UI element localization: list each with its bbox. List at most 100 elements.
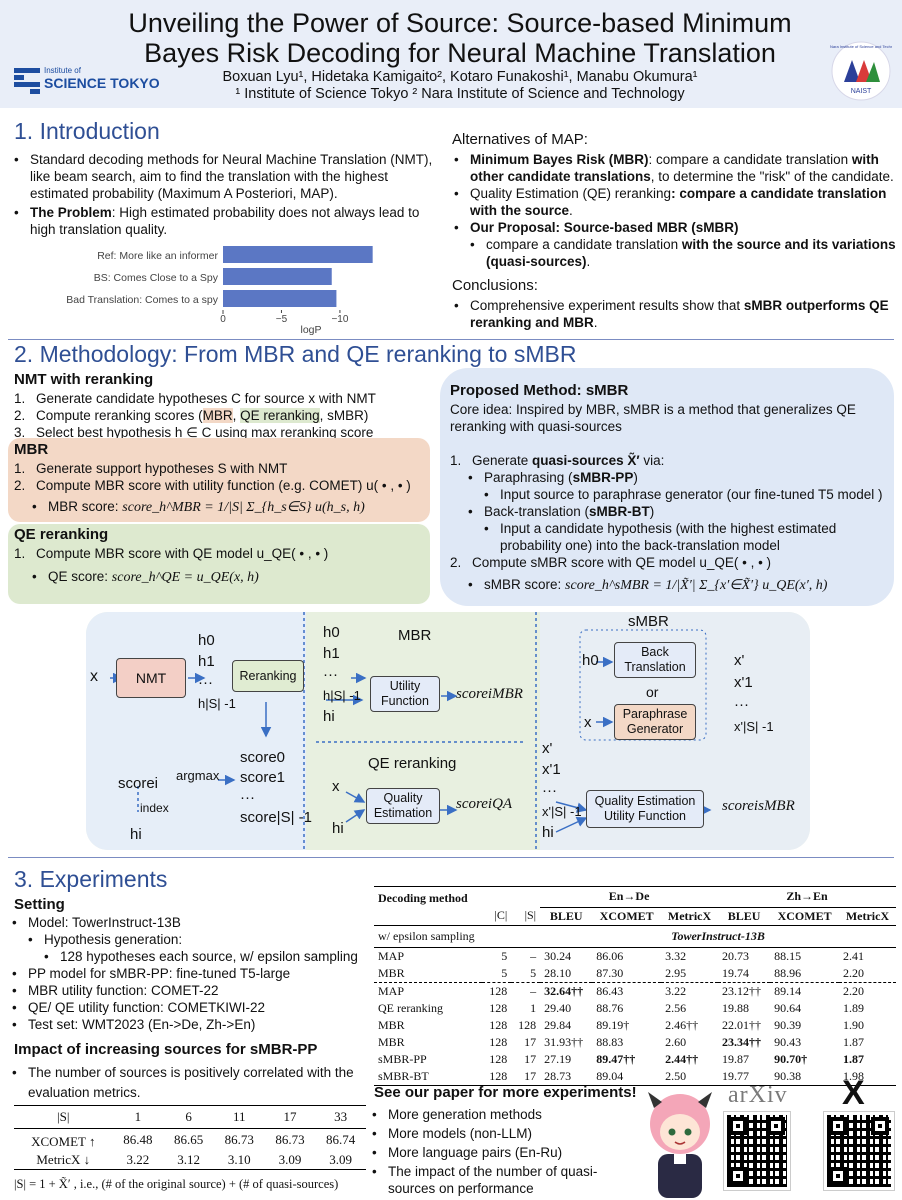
setting-hyp-detail: 128 hypotheses each source, w/ epsilon s… <box>10 948 380 965</box>
hs-label: h|S| -1 <box>198 696 236 711</box>
main-cell: 27.19 <box>544 1051 572 1066</box>
naist-label: NAIST <box>850 88 872 95</box>
logo-big-text: SCIENCE TOKYO <box>44 75 160 91</box>
main-cell: MAP <box>378 983 405 998</box>
mascot-illustration <box>648 1092 712 1198</box>
impact-r0-c5: 86.74 <box>326 1132 356 1147</box>
conclusion-1: Comprehensive experiment results show th… <box>452 297 897 331</box>
qe-utility-function-box: Quality Estimation Utility Function <box>586 790 704 828</box>
impact-title: Impact of increasing sources for sMBR-PP <box>14 1041 318 1058</box>
main-cell: 28.73 <box>544 1068 572 1083</box>
affiliations: ¹ Institute of Science Tokyo ² Nara Inst… <box>235 86 685 102</box>
mbr-diagram-label: MBR <box>398 627 432 644</box>
arxiv-qr-code[interactable] <box>723 1111 791 1191</box>
smbr-bt-pre: Back-translation ( <box>484 504 590 519</box>
chart-category-label: Bad Translation: Comes to a spy <box>66 294 218 306</box>
chart-bar <box>223 246 373 263</box>
section-divider-2 <box>8 857 894 858</box>
qe-step-1-text: Compute MBR score with QE model u_QE( • … <box>36 546 329 561</box>
main-cell: 1.98 <box>842 1068 864 1083</box>
impact-table: |S| 1 6 11 17 33 XCOMET ↑ 86.48 86.65 86… <box>14 1105 366 1170</box>
smbr-h0-label: h0 <box>582 652 599 669</box>
main-cell: 1.87 <box>842 1034 864 1049</box>
nmt-step-2-post: , sMBR) <box>319 408 369 423</box>
main-cell: 2.20 <box>842 983 864 998</box>
institute-logo: Institute of SCIENCE TOKYO <box>14 66 164 96</box>
chart-xtick-label: −10 <box>331 314 348 325</box>
smbr-pp-pre: Paraphrasing ( <box>484 470 573 485</box>
hi-label-2: hi <box>323 708 335 725</box>
main-cell: 19.88 <box>722 1000 750 1015</box>
intro-bullet-2: The Problem: High estimated probability … <box>12 204 442 238</box>
nmt-step-2-pre: Compute reranking scores ( <box>36 408 203 423</box>
mbr-title: MBR <box>14 441 49 458</box>
main-cell: 86.43 <box>596 983 624 998</box>
naist-emblem <box>831 41 891 101</box>
alt-mbr-label: Minimum Bayes Risk (MBR) <box>470 152 649 167</box>
setting-hyp-gen: Hypothesis generation: <box>10 931 380 948</box>
more-item-2: More models (non-LLM) <box>370 1125 640 1142</box>
alt-smbr-sub-pre: compare a candidate translation <box>486 237 682 252</box>
hi-label: hi <box>130 826 142 843</box>
paraphrase-generator-box: Paraphrase Generator <box>614 704 696 740</box>
main-cell: 128 <box>489 1000 508 1015</box>
smbr-score-formula: score_h^sMBR = 1/|X̃′| Σ_{x′∈X̃′} u_QE(x… <box>565 578 828 593</box>
alt-smbr-sub-post: . <box>586 254 591 269</box>
main-h2-4: XCOMET <box>599 908 654 923</box>
main-cell: 2.56 <box>665 1000 687 1015</box>
main-cell: 128 <box>489 983 508 998</box>
quasi-dots: ··· <box>734 696 749 713</box>
problem-label: The Problem <box>30 205 112 220</box>
smbr-pp-post: ) <box>633 470 638 485</box>
x-qr-code[interactable] <box>823 1111 895 1191</box>
chart-bar <box>223 290 337 307</box>
chart-category-label: BS: Comes Close to a Spy <box>94 272 219 284</box>
main-header-row-2: |C| |S| BLEU XCOMET MetricX BLEU XCOMET … <box>374 907 896 925</box>
main-cell: 128 <box>518 1017 537 1032</box>
xSq-label-2: x'|S| -1 <box>542 804 582 819</box>
or-label: or <box>646 684 659 700</box>
main-group-label: w/ epsilon sampling <box>378 928 475 943</box>
nmt-step-3: 3.Select best hypothesis h ∈ C using max… <box>14 425 374 440</box>
main-cell: 5 <box>501 965 508 980</box>
smbr-x-label: x <box>584 714 592 731</box>
main-cell: QE reranking <box>378 1000 443 1015</box>
main-cell: 3.22 <box>665 983 687 998</box>
main-h2-8: MetricX <box>845 908 890 923</box>
more-list: More generation methods More models (non… <box>370 1106 640 1197</box>
alternatives-list: Minimum Bayes Risk (MBR): compare a cand… <box>452 151 897 270</box>
main-cell: 2.60 <box>665 1034 687 1049</box>
alt-qe-mid: : compare a candidate translation <box>671 186 887 201</box>
hyp-list-1: h0 h1 ··· h|S| -1 <box>198 630 236 714</box>
main-h2-7: XCOMET <box>777 908 832 923</box>
quasi-list-1: x' x'1 ··· x'|S| -1 <box>734 650 774 738</box>
dots-label-2: ··· <box>323 666 338 683</box>
nmt-step-2-sep: , <box>232 408 241 423</box>
conclusion-bold: sMBR outperforms QE reranking and MBR <box>470 298 889 330</box>
alt-smbr-sub-bold: with the source and its variations (quas… <box>486 237 896 269</box>
smbr-score-label: sMBR score: <box>484 577 562 592</box>
impact-bullet: The number of sources is positively corr… <box>10 1063 370 1103</box>
quasi-list-2: x' x'1 ··· x'|S| -1 hi <box>542 738 582 843</box>
setting-pp-model: PP model for sMBR-PP: fine-tuned T5-larg… <box>10 965 380 982</box>
smbr-pp-sub: Input source to paraphrase generator (ou… <box>450 486 886 503</box>
mbr-step-1: 1.Generate support hypotheses S with NMT <box>14 461 288 476</box>
alt-mbr-mid: : compare a candidate translation <box>648 152 852 167</box>
nmt-step-2-mbr: MBR <box>202 408 233 423</box>
score-mbr-label: scoreiMBR <box>456 686 523 702</box>
scoreS-label: score|S| -1 <box>240 809 312 826</box>
smbr-bt: Back-translation (sMBR-BT) <box>450 503 886 520</box>
setting-test-set: Test set: WMT2023 (En->De, Zh->En) <box>10 1016 380 1033</box>
qe-title: QE reranking <box>14 526 109 543</box>
main-cell: MAP <box>378 948 405 963</box>
main-h2-0 <box>374 907 482 925</box>
alt-mbr-bold: with other candidate translations <box>470 152 879 184</box>
main-cell: 3.32 <box>665 948 687 963</box>
more-item-3: More language pairs (En-Ru) <box>370 1144 640 1161</box>
conclusion-pre: Comprehensive experiment results show th… <box>470 298 744 313</box>
alt-smbr-sub: compare a candidate translation with the… <box>452 236 897 270</box>
main-group-row: w/ epsilon sampling TowerInstruct-13B <box>374 925 896 947</box>
main-cell: 19.87 <box>722 1051 750 1066</box>
